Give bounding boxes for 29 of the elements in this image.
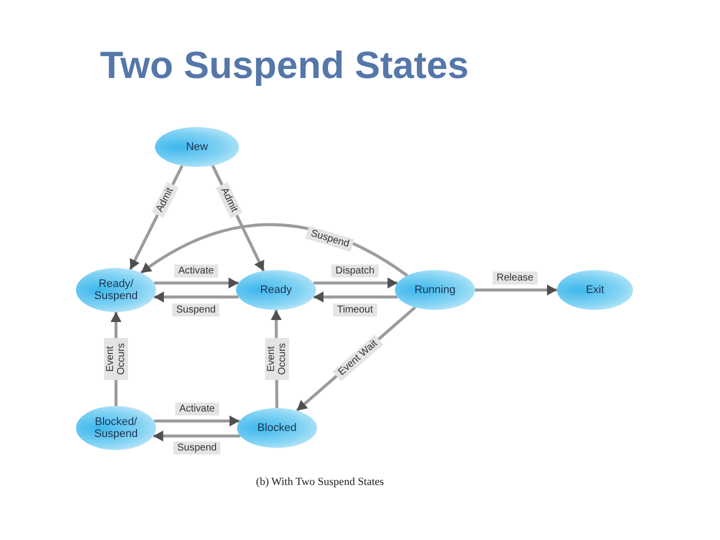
- state-name: Blocked/ Suspend: [93, 416, 139, 440]
- edge-label: Admit: [152, 182, 178, 218]
- state-name: New: [186, 141, 208, 153]
- edge-label: Activate: [175, 402, 219, 416]
- arrow: [154, 278, 239, 288]
- edge-label: Admit: [216, 182, 242, 218]
- figure-caption: (b) With Two Suspend States: [256, 476, 384, 488]
- edge-label: Event Occurs: [265, 338, 289, 380]
- arrow: [313, 292, 398, 302]
- state-name: Running: [414, 284, 456, 296]
- state-ellipse: [395, 270, 475, 310]
- state-name: Exit: [586, 284, 604, 296]
- arrow: [153, 430, 240, 442]
- edge-label: Activate: [174, 264, 218, 278]
- state-ellipse: [237, 408, 317, 448]
- arrow: [475, 284, 557, 296]
- edge-label: Release: [492, 272, 538, 284]
- state-name: Blocked: [257, 422, 297, 434]
- state-name: Ready/ Suspend: [93, 278, 139, 302]
- edge-label: Suspend: [172, 304, 220, 316]
- edge-label: Dispatch: [332, 264, 378, 278]
- arrow: [154, 416, 240, 426]
- slide-title: Two Suspend States: [100, 44, 469, 88]
- arrow: [313, 278, 398, 288]
- state-name: Ready: [260, 284, 292, 296]
- edge-label: Timeout: [333, 304, 377, 316]
- edge-label: Suspend: [173, 442, 221, 454]
- edge-label: Event Occurs: [104, 338, 128, 380]
- arrow: [154, 292, 239, 302]
